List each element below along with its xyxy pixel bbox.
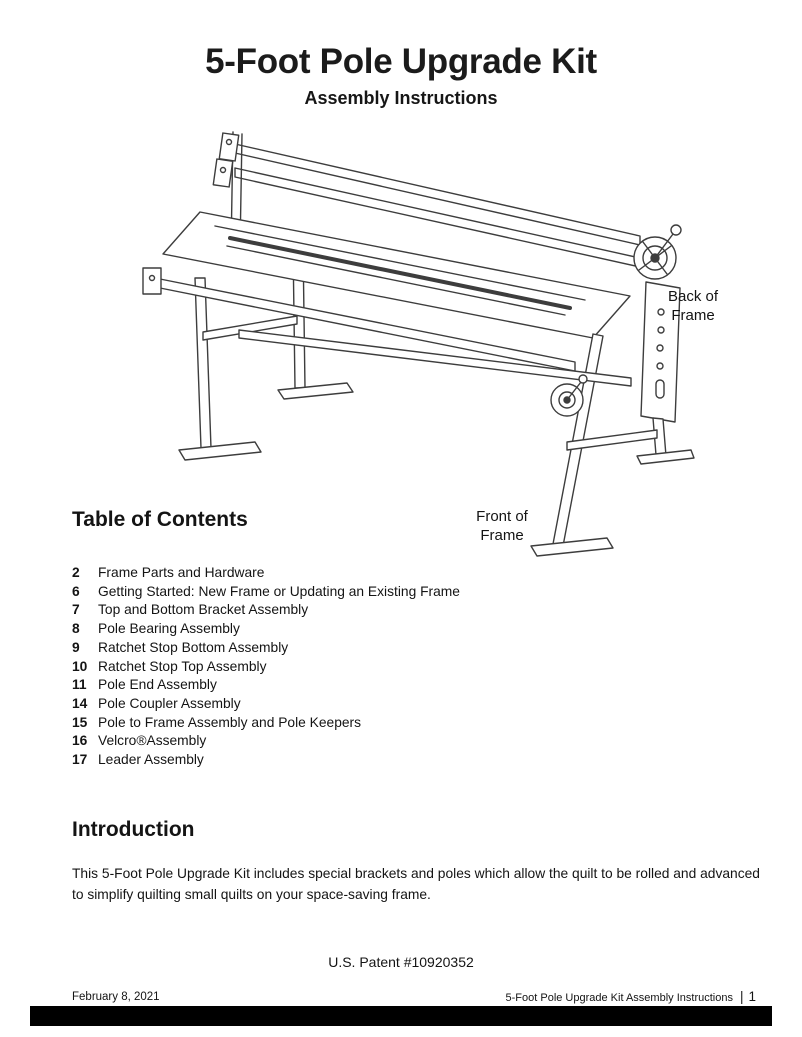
ratchet-wheel-bottom (550, 374, 588, 417)
toc-entry-label: Ratchet Stop Bottom Assembly (98, 639, 289, 655)
frame-diagram: Back of Frame Front of Frame (115, 112, 718, 572)
footer-page-separator: | (739, 989, 744, 1004)
front-pole (142, 267, 576, 372)
toc-row: 10 Ratchet Stop Top Assembly (72, 658, 460, 677)
diagram-label-front: Front of Frame (476, 508, 528, 544)
toc-page-number: 7 (72, 602, 80, 618)
toc-page-number: 8 (72, 621, 80, 637)
toc-entry-label: Pole to Frame Assembly and Pole Keepers (98, 714, 362, 730)
toc-row: 9 Ratchet Stop Bottom Assembly (72, 639, 460, 658)
toc-list: 2 Frame Parts and Hardware 6 Getting Sta… (72, 564, 460, 770)
toc-page-number: 17 (72, 752, 88, 768)
toc-entry-label: Pole End Assembly (98, 677, 217, 693)
toc-entry-label: Ratchet Stop Top Assembly (98, 658, 267, 674)
toc-entry-label: Pole Coupler Assembly (98, 695, 241, 711)
toc-entry-label: Getting Started: New Frame or Updating a… (98, 583, 460, 599)
toc-page-number: 15 (72, 714, 88, 730)
toc-entry-label: Velcro®Assembly (98, 733, 207, 749)
toc-entry-label: Pole Bearing Assembly (98, 621, 240, 637)
toc-row: 15 Pole to Frame Assembly and Pole Keepe… (72, 714, 460, 733)
toc-row: 17 Leader Assembly (72, 751, 460, 770)
footer-doc-title: 5-Foot Pole Upgrade Kit Assembly Instruc… (505, 992, 733, 1004)
left-pole-brackets (212, 132, 240, 188)
right-upright-plate (640, 281, 681, 423)
footer-page-number: | 1 (740, 989, 756, 1004)
ratchet-wheel-top (633, 224, 682, 280)
toc-heading: Table of Contents (72, 508, 248, 531)
toc-page-number: 16 (72, 733, 88, 749)
toc-entry-label: Frame Parts and Hardware (98, 565, 265, 580)
toc-row: 2 Frame Parts and Hardware (72, 564, 460, 583)
toc-entry-label: Top and Bottom Bracket Assembly (98, 602, 309, 618)
toc-page-number: 2 (72, 565, 80, 580)
toc-row: 7 Top and Bottom Bracket Assembly (72, 601, 460, 620)
introduction-paragraph: This 5-Foot Pole Upgrade Kit includes sp… (72, 866, 760, 902)
toc-row: 6 Getting Started: New Frame or Updating… (72, 583, 460, 602)
stretcher-bar (238, 329, 632, 387)
toc-page-number: 9 (72, 639, 80, 655)
toc-page-number: 11 (72, 677, 87, 693)
diagram-label-back: Back of Frame (667, 288, 719, 324)
page-subtitle: Assembly Instructions (304, 88, 498, 108)
toc-entry-label: Leader Assembly (98, 752, 204, 768)
toc-page-number: 10 (72, 658, 88, 674)
footer-right: 5-Foot Pole Upgrade Kit Assembly Instruc… (506, 989, 756, 1004)
toc-row: 16 Velcro®Assembly (72, 732, 460, 751)
bottom-bar (30, 1006, 772, 1026)
toc-row: 14 Pole Coupler Assembly (72, 695, 460, 714)
footer-page-value: 1 (748, 989, 756, 1004)
frame-illustration (142, 131, 695, 557)
patent-note: U.S. Patent #10920352 (328, 954, 474, 970)
toc-row: 8 Pole Bearing Assembly (72, 620, 460, 639)
introduction-heading: Introduction (72, 818, 195, 841)
toc-page-number: 14 (72, 695, 88, 711)
quilt-bed (162, 211, 631, 339)
page-title: 5-Foot Pole Upgrade Kit (205, 42, 597, 81)
right-leg-assembly (530, 333, 695, 557)
toc-page-number: 6 (72, 583, 80, 599)
left-leg-assembly (178, 277, 298, 461)
toc-row: 11 Pole End Assembly (72, 676, 460, 695)
footer-date: February 8, 2021 (72, 991, 160, 1003)
